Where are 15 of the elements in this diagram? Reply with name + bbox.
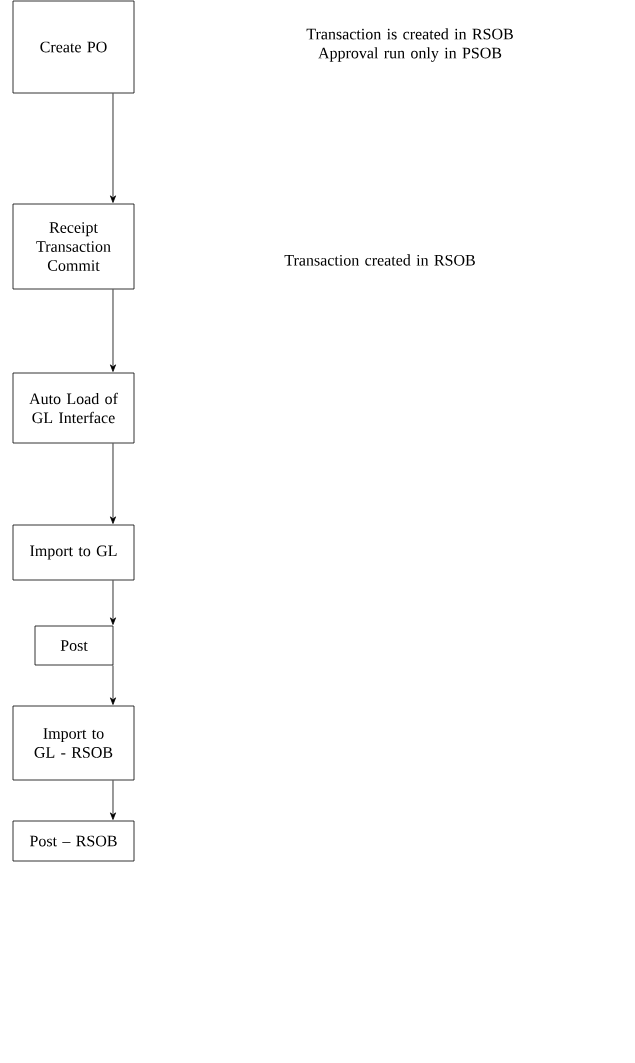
arrow (110, 289, 116, 372)
arrow (110, 580, 116, 625)
note-text: Transaction is created in RSOB Approval run only in PSOB (306, 28, 513, 62)
process-box: Import to GL (12, 524, 135, 581)
note-text: Transaction created in RSOB (284, 254, 475, 266)
arrow (110, 665, 116, 705)
arrow (110, 93, 116, 203)
process-box: Post (34, 625, 114, 666)
process-box: Post – RSOB (12, 820, 135, 862)
process-box: Auto Load of GL Interface (12, 372, 135, 444)
arrow (110, 443, 116, 524)
process-box: Create PO (12, 0, 135, 94)
process-box: Import to GL - RSOB (12, 705, 135, 781)
arrow (110, 780, 116, 820)
process-box: Receipt Transaction Commit (12, 203, 135, 290)
